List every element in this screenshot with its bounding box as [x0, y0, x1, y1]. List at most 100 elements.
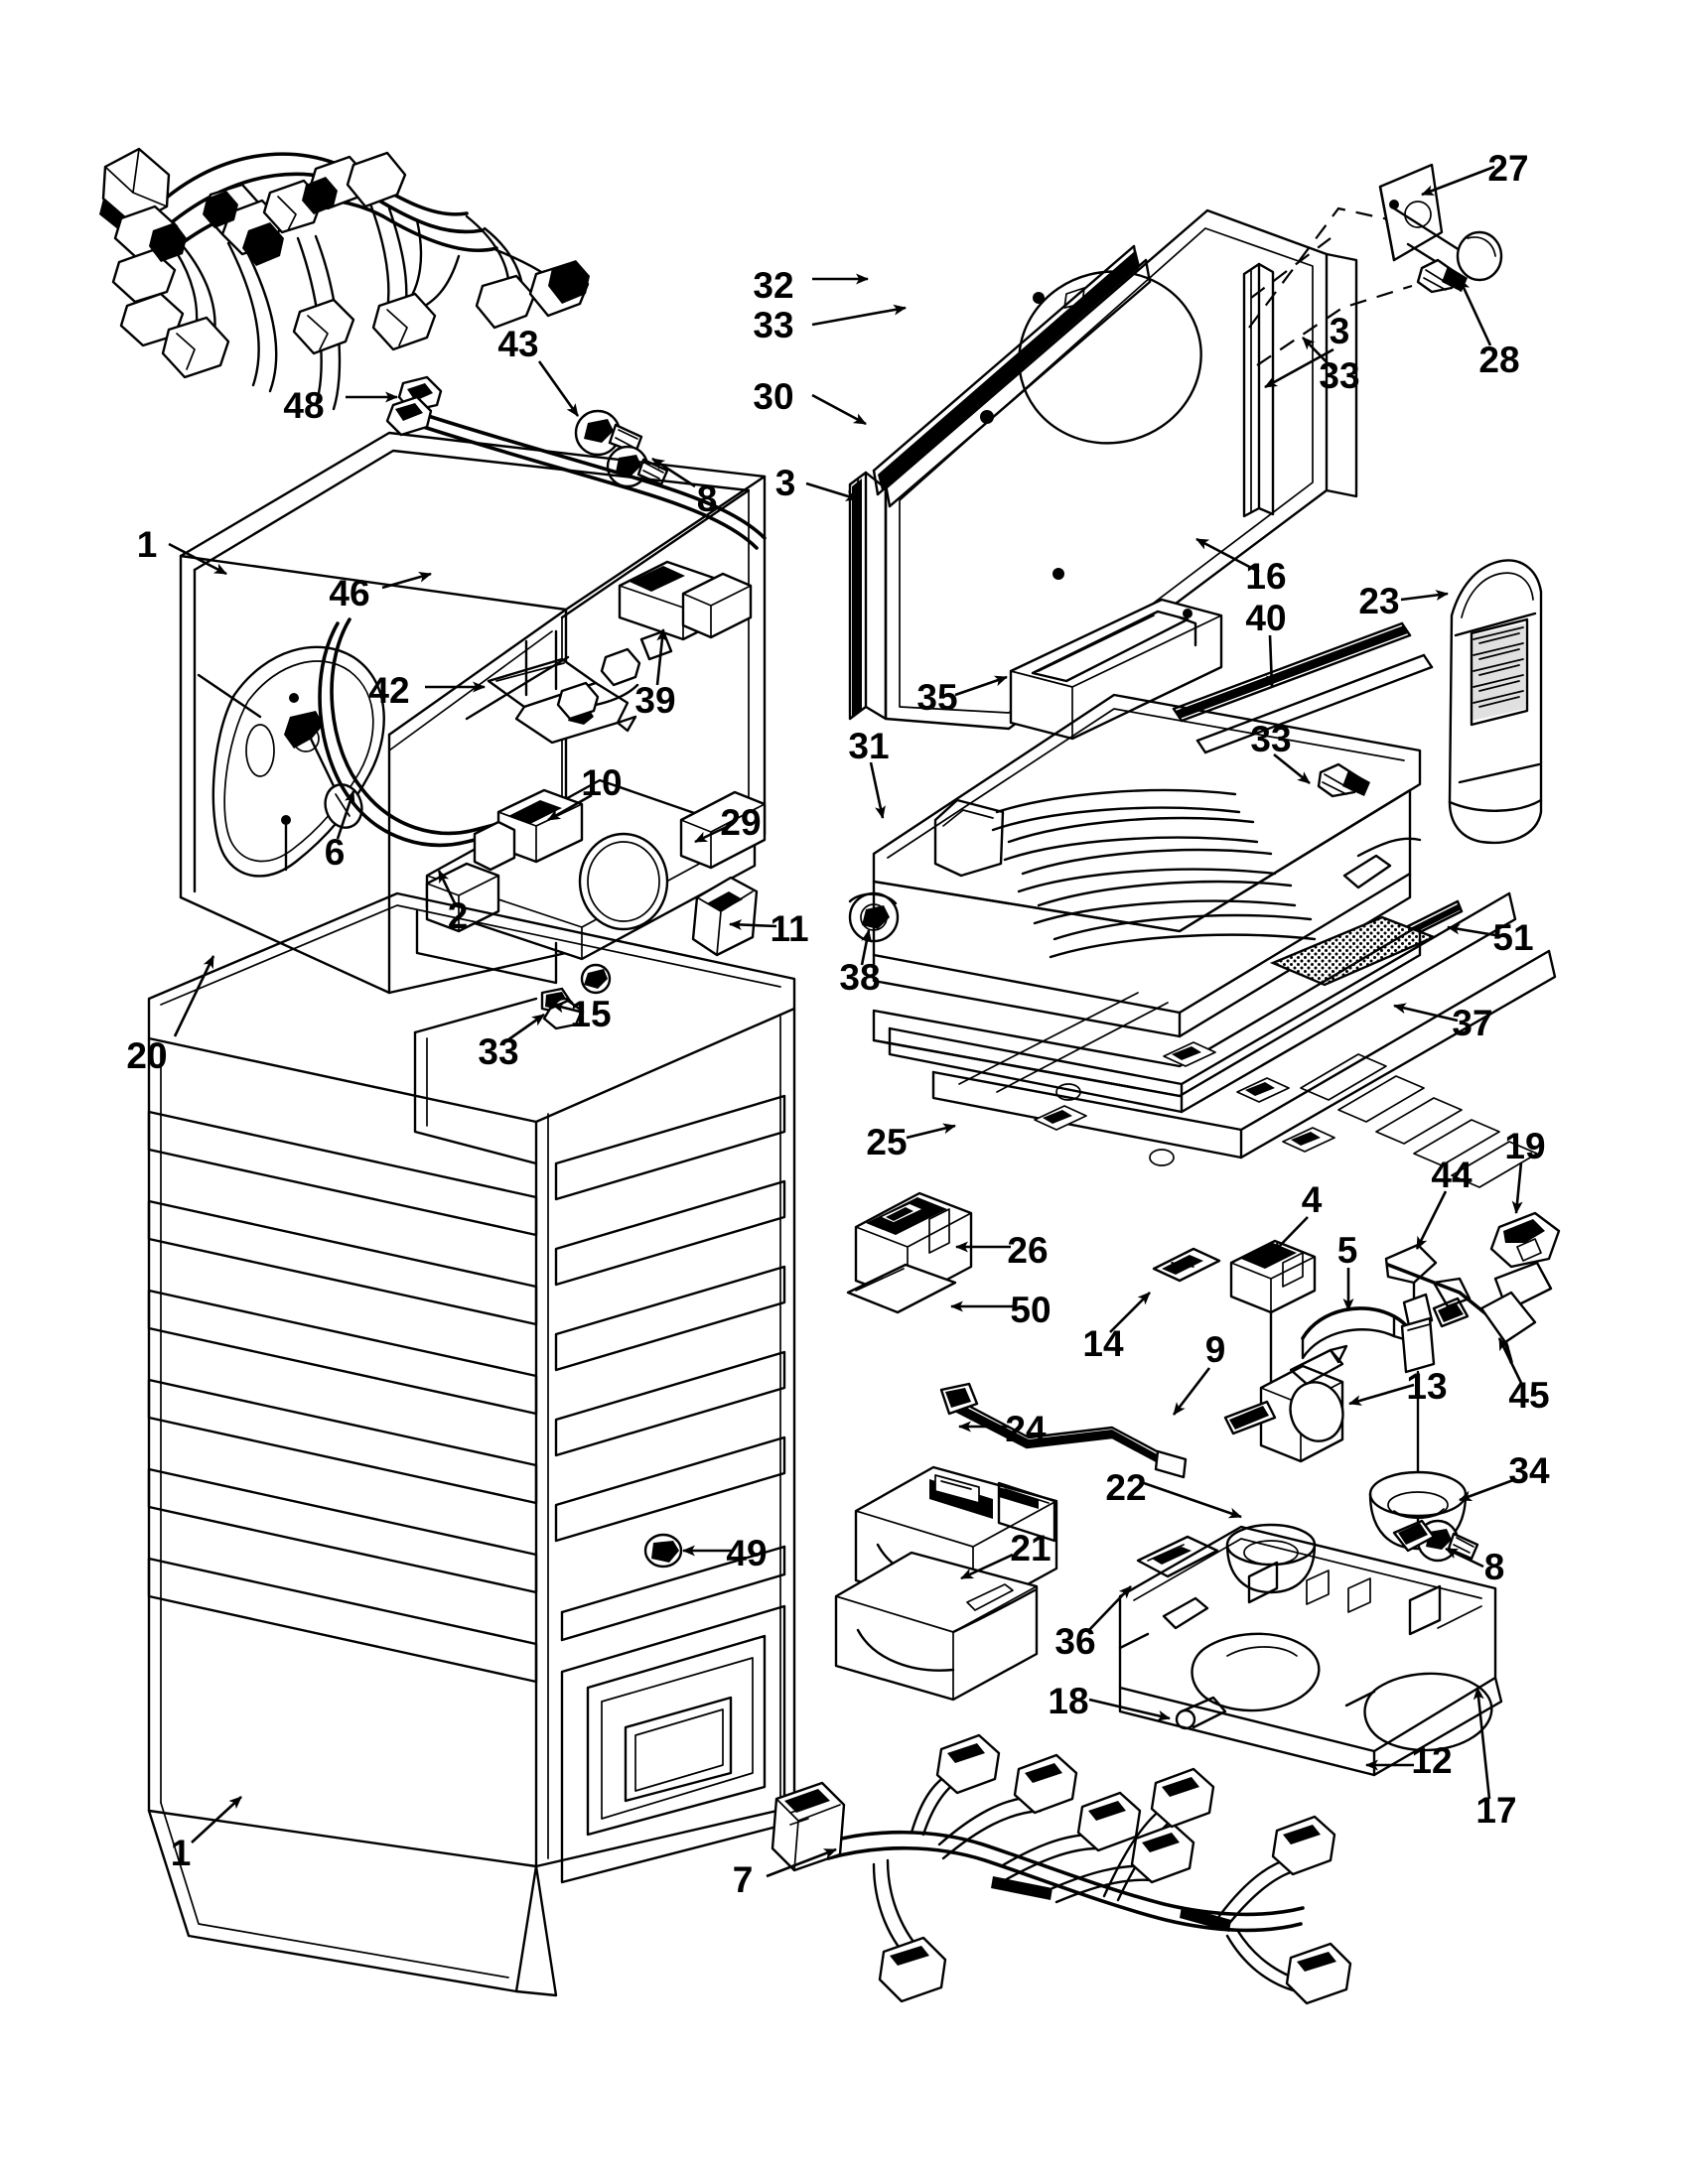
callout-number-44: 44: [1431, 1155, 1473, 1195]
callout-number-7: 7: [733, 1859, 754, 1900]
callout-number-24: 24: [1005, 1409, 1047, 1449]
leader-line-33b: [1302, 337, 1334, 370]
callout-number-30: 30: [753, 376, 793, 417]
callout-number-33: 33: [1250, 719, 1291, 759]
callout-numbers: 2048438323330327283331464262102911381533…: [126, 148, 1550, 1900]
hinge-plate-27: [1242, 163, 1503, 518]
leader-line-33d: [1273, 752, 1311, 785]
control-cluster: [425, 778, 900, 1030]
leader-line-19: [1511, 1161, 1523, 1214]
leader-line-23: [1400, 590, 1449, 602]
callout-number-19: 19: [1504, 1126, 1545, 1166]
callout-number-3: 3: [775, 463, 796, 503]
callout-number-40: 40: [1245, 598, 1286, 638]
leader-line-51: [1447, 923, 1502, 938]
callout-number-11: 11: [770, 908, 808, 949]
clip-plate-14: [1152, 1247, 1221, 1283]
leader-line-38: [860, 929, 873, 966]
leader-line-16: [1195, 537, 1260, 574]
leader-line-36: [1086, 1585, 1132, 1633]
leader-line-21: [960, 1553, 1014, 1580]
callout-number-33: 33: [1319, 355, 1359, 396]
leader-line-4: [1272, 1216, 1309, 1254]
callout-number-42: 42: [368, 670, 409, 711]
callout-number-48: 48: [283, 385, 324, 426]
callout-number-51: 51: [1492, 917, 1533, 958]
back-panel-16: [884, 208, 1358, 731]
latch-plate-36: [1136, 1535, 1219, 1578]
leader-line-11: [729, 919, 777, 931]
callout-number-38: 38: [839, 957, 880, 998]
callout-number-25: 25: [866, 1122, 907, 1162]
callout-number-2: 2: [448, 895, 469, 936]
leader-line-6: [336, 790, 355, 840]
callout-number-9: 9: [1205, 1329, 1226, 1370]
leader-line-33c: [506, 1013, 545, 1042]
callout-number-8: 8: [697, 478, 718, 519]
leader-line-8b: [1445, 1547, 1484, 1569]
evaporator-cover-31: [872, 693, 1422, 1038]
callout-number-16: 16: [1245, 556, 1286, 597]
callout-number-13: 13: [1406, 1366, 1447, 1407]
light-bulb-43: [574, 409, 643, 457]
vent-grille-35: [1009, 598, 1223, 741]
rim-wire-run: [385, 395, 767, 721]
cup-seal-34: [1368, 1470, 1468, 1551]
leader-line-27: [1421, 165, 1495, 197]
callout-number-27: 27: [1487, 148, 1528, 189]
callout-number-36: 36: [1054, 1621, 1095, 1662]
base-deck-pan-25: [872, 891, 1557, 1188]
leader-line-14: [1109, 1292, 1151, 1333]
leader-line-35: [954, 675, 1008, 697]
leader-lines: [168, 165, 1523, 1878]
wire-harness-upper-part: [99, 147, 590, 411]
callout-number-12: 12: [1411, 1740, 1452, 1781]
callout-number-8: 8: [1484, 1547, 1505, 1587]
shaft-44: [1384, 1243, 1438, 1545]
leader-line-46: [381, 572, 432, 590]
callout-number-32: 32: [753, 265, 793, 306]
leader-line-3a: [805, 481, 859, 501]
leader-line-45: [1497, 1337, 1523, 1384]
callout-number-14: 14: [1082, 1323, 1124, 1364]
callout-number-45: 45: [1508, 1375, 1549, 1416]
callout-number-35: 35: [916, 677, 957, 718]
callout-number-37: 37: [1452, 1003, 1492, 1043]
callout-number-33: 33: [478, 1031, 518, 1072]
leader-line-22: [1143, 1481, 1242, 1519]
leader-line-7: [766, 1847, 837, 1878]
cabinet-liner-lower: [147, 891, 796, 1997]
callout-number-22: 22: [1105, 1467, 1146, 1508]
grommet-19: [1489, 1211, 1561, 1269]
relay-module-26: [846, 1191, 973, 1314]
leader-line-2: [437, 870, 457, 904]
tray-bucket-21: [834, 1465, 1058, 1702]
callout-number-26: 26: [1007, 1230, 1048, 1271]
callout-number-49: 49: [726, 1533, 767, 1573]
leader-line-33a: [811, 304, 907, 327]
leader-line-18: [1088, 1698, 1171, 1721]
wire-harness-lower-part: [771, 1733, 1352, 2005]
retainer-clip-5: [1301, 1306, 1416, 1360]
callout-number-4: 4: [1302, 1179, 1323, 1220]
leader-line-10: [547, 793, 593, 822]
callout-number-10: 10: [581, 762, 622, 803]
callout-number-17: 17: [1475, 1790, 1516, 1831]
link-rod-9: [939, 1382, 1188, 1479]
leader-line-30: [811, 393, 867, 426]
motor-mount-13: [1223, 1344, 1348, 1463]
leader-line-28: [1458, 278, 1492, 346]
leader-line-1b: [191, 1796, 242, 1843]
rail-40: [1172, 621, 1434, 798]
callout-number-39: 39: [634, 680, 675, 721]
callout-number-20: 20: [126, 1035, 167, 1076]
callout-number-43: 43: [497, 324, 538, 364]
callout-number-5: 5: [1337, 1230, 1358, 1271]
gasket-strip-3-left: [848, 471, 888, 721]
callout-number-1: 1: [171, 1833, 192, 1873]
callout-number-50: 50: [1010, 1290, 1051, 1330]
leader-line-43: [537, 360, 580, 417]
leader-line-1a: [168, 542, 227, 576]
